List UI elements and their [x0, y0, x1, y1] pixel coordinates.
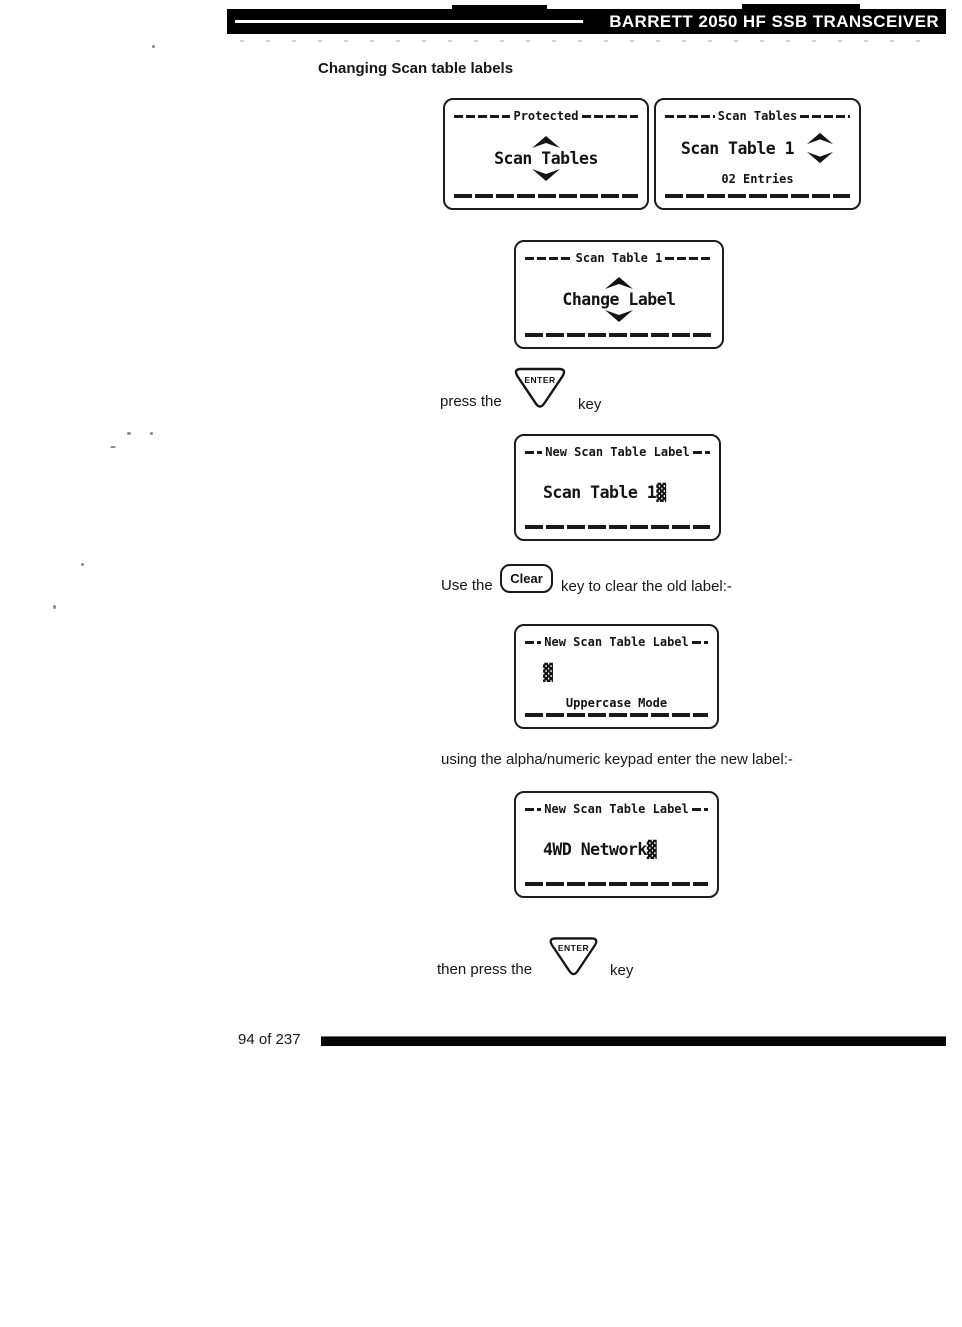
- lcd-title-rule: [525, 450, 543, 454]
- scan-speck: [110, 446, 116, 448]
- scan-smudge: [742, 4, 860, 10]
- clear-key-label: Clear: [510, 571, 543, 586]
- lcd-cursor-line: ▓: [516, 663, 717, 682]
- lcd-bottom-rule: [525, 525, 710, 529]
- arrow-down-icon: [605, 309, 633, 322]
- lcd-bottom-rule: [525, 713, 708, 717]
- lcd-screen-protected: Protected Scan Tables: [443, 98, 649, 210]
- lcd-entries-text: 02 Entries: [721, 172, 794, 186]
- lcd-title-rule: [525, 807, 542, 811]
- lcd-title-row: Scan Tables: [665, 108, 851, 124]
- lcd-main-text: Scan Table 1: [680, 138, 795, 158]
- page-header-bar: BARRETT 2050 HF SSB TRANSCEIVER: [227, 9, 946, 34]
- lcd-cursor: ▓: [543, 663, 553, 682]
- lcd-body: Scan Tables: [445, 123, 647, 194]
- enter-key-icon: [514, 367, 566, 408]
- lcd-title-text: New Scan Table Label: [545, 444, 690, 460]
- lcd-title-row: New Scan Table Label: [525, 802, 708, 816]
- label-text: 4WD Network: [543, 839, 647, 859]
- lcd-screen-new-label: New Scan Table Label 4WD Network▓: [514, 791, 719, 898]
- enter-key: ENTER: [545, 935, 602, 977]
- lcd-body: ▓ Uppercase Mode: [516, 649, 717, 712]
- enter-key-label: ENTER: [557, 943, 590, 953]
- instruction-press-prefix: press the: [440, 393, 502, 410]
- lcd-label-text: Scan Table 1▓: [543, 483, 666, 502]
- arrow-up-icon: [532, 136, 560, 148]
- footer-rule: [321, 1037, 946, 1046]
- arrow-down-icon: [807, 151, 834, 164]
- lcd-cursor: ▓: [656, 482, 667, 502]
- lcd-screen-old-label: New Scan Table Label Scan Table 1▓: [514, 434, 721, 541]
- lcd-label-text: 4WD Network▓: [543, 840, 657, 859]
- instruction-then-prefix: then press the: [437, 961, 533, 978]
- lcd-main-row: Scan Table 1: [681, 131, 834, 165]
- instruction-keypad-line: using the alpha/numeric keypad enter the…: [441, 751, 793, 768]
- scan-speck: [53, 605, 56, 609]
- lcd-title-rule: [525, 256, 573, 260]
- lcd-title-text: Scan Table 1: [575, 250, 663, 266]
- clear-key: Clear: [500, 564, 553, 593]
- instruction-clear-suffix: key to clear the old label:-: [561, 578, 732, 595]
- lcd-bottom-rule: [525, 333, 713, 337]
- lcd-body: Scan Table 1 02 Entries: [656, 123, 859, 194]
- enter-key-icon: [549, 937, 598, 976]
- instruction-clear-prefix: Use the: [441, 577, 493, 594]
- lcd-cursor: ▓: [646, 839, 657, 859]
- label-text: Scan Table 1: [543, 482, 657, 502]
- scan-speck: [150, 432, 153, 435]
- scan-artifact-line: [240, 40, 940, 42]
- lcd-title-text: Protected: [513, 108, 579, 124]
- enter-key-label: ENTER: [524, 375, 556, 385]
- lcd-title-text: New Scan Table Label: [544, 801, 689, 817]
- lcd-title-rule: [581, 114, 638, 118]
- arrow-up-icon: [807, 132, 834, 145]
- scan-speck: [152, 45, 155, 48]
- lcd-title-rule: [691, 807, 708, 811]
- lcd-title-row: New Scan Table Label: [525, 445, 710, 459]
- lcd-mode-text: Uppercase Mode: [565, 696, 668, 710]
- lcd-bottom-rule: [665, 194, 850, 198]
- lcd-main-text: Change Label: [562, 289, 676, 309]
- lcd-screen-scan-tables: Scan Tables Scan Table 1 02 Entries: [654, 98, 861, 210]
- lcd-title-text: Scan Tables: [717, 108, 798, 124]
- arrow-down-icon: [532, 169, 560, 181]
- lcd-title-rule: [665, 114, 715, 118]
- page-header-title: BARRETT 2050 HF SSB TRANSCEIVER: [609, 12, 939, 31]
- lcd-screen-cleared-label: New Scan Table Label ▓ Uppercase Mode: [514, 624, 719, 729]
- updown-arrows-icon: [806, 131, 834, 165]
- instruction-press-suffix: key: [578, 396, 602, 413]
- lcd-body: Scan Table 1▓: [516, 459, 719, 525]
- lcd-title-rule: [692, 450, 710, 454]
- instruction-then-suffix: key: [610, 962, 634, 979]
- lcd-title-rule: [691, 640, 708, 644]
- lcd-body: 4WD Network▓: [516, 816, 717, 882]
- lcd-bottom-rule: [525, 882, 708, 886]
- lcd-main-text: Scan Tables: [494, 149, 598, 168]
- arrow-up-icon: [605, 276, 633, 289]
- lcd-screen-change-label: Scan Table 1 Change Label: [514, 240, 724, 349]
- section-heading: Changing Scan table labels: [318, 60, 514, 77]
- scan-speck: [127, 432, 131, 435]
- lcd-body: Change Label: [516, 265, 722, 333]
- header-rule: [235, 20, 583, 23]
- lcd-title-rule: [665, 256, 714, 260]
- lcd-title-row: New Scan Table Label: [525, 635, 708, 649]
- lcd-bottom-rule: [454, 194, 638, 198]
- lcd-title-rule: [525, 640, 542, 644]
- page-number: 94 of 237: [238, 1031, 301, 1048]
- lcd-title-text: New Scan Table Label: [544, 634, 689, 650]
- scan-speck: [81, 563, 84, 566]
- lcd-title-row: Scan Table 1: [525, 250, 714, 266]
- lcd-title-row: Protected: [454, 109, 638, 123]
- scan-smudge: [452, 5, 547, 11]
- lcd-title-rule: [800, 114, 851, 118]
- lcd-title-rule: [454, 114, 511, 118]
- enter-key: ENTER: [510, 366, 570, 409]
